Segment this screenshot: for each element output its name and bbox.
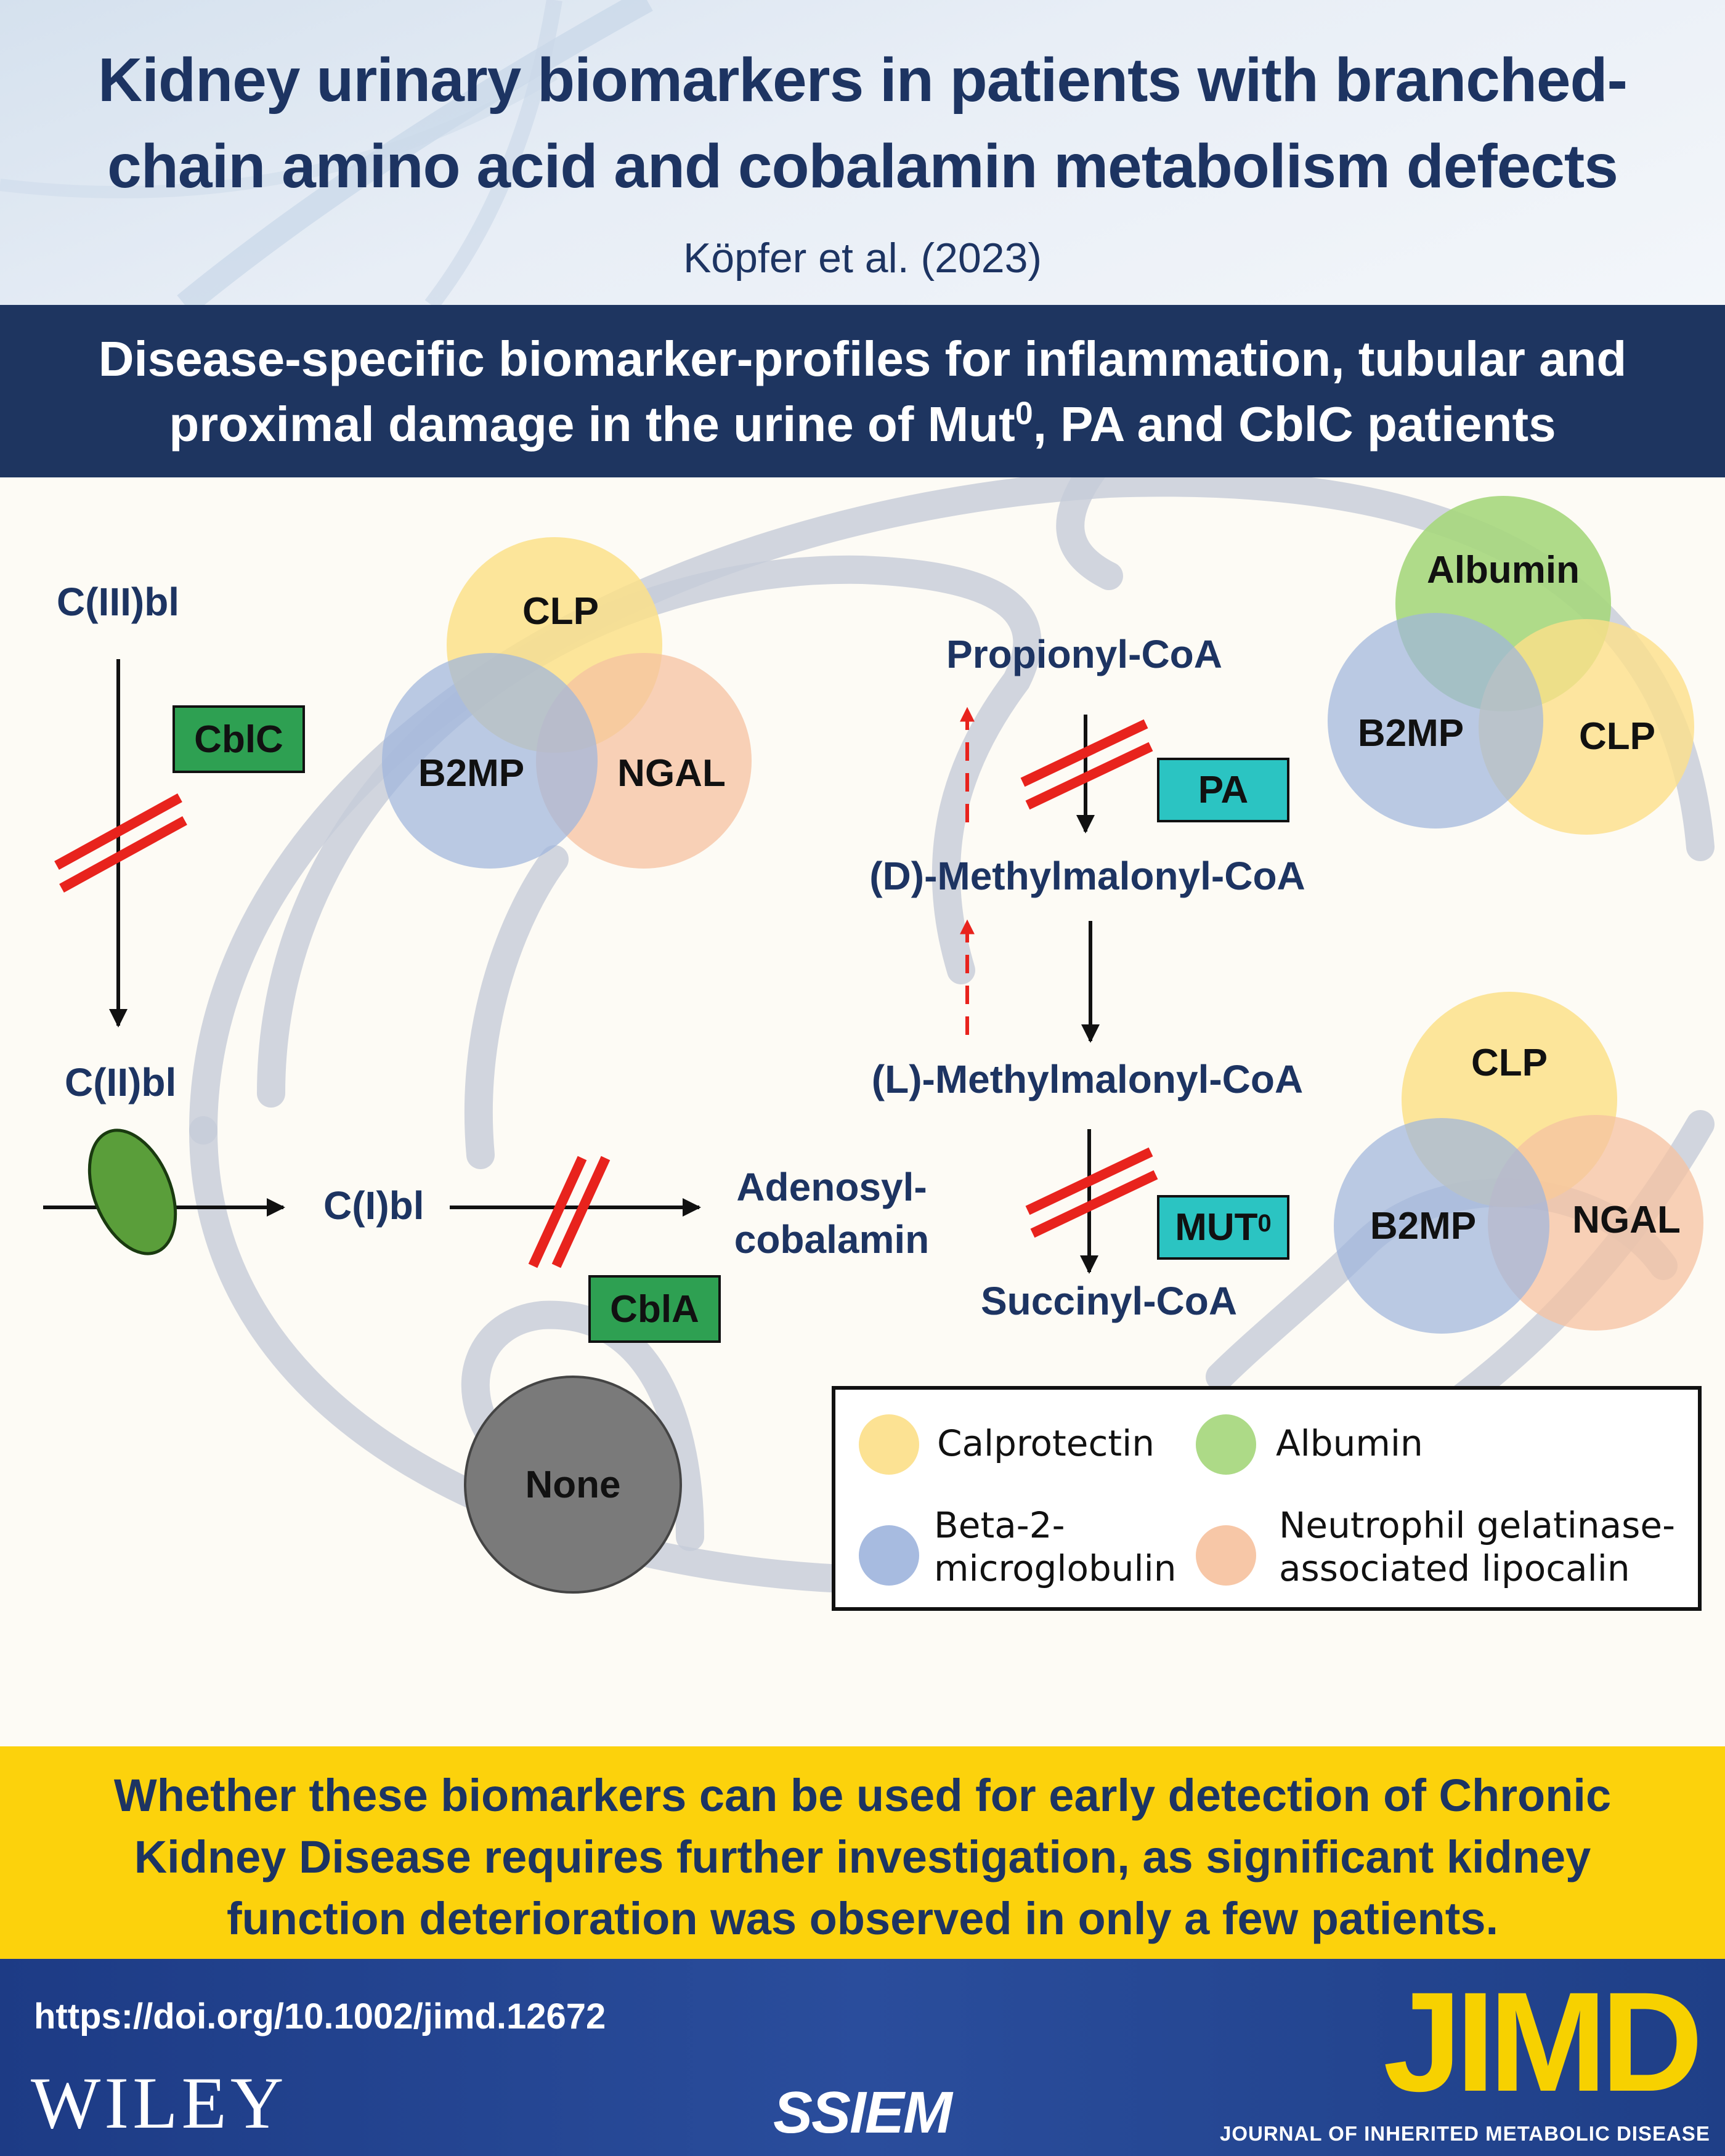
block-mark-cblc: [54, 793, 187, 893]
venn-pa-label-albumin: Albumin: [1427, 549, 1580, 591]
legend-b2m-swatch: [859, 1525, 919, 1586]
venn-cblc-label-clp: CLP: [522, 590, 599, 633]
venn-mut-label-ngal: NGAL: [1572, 1199, 1681, 1241]
conclusion-banner: Whether these biomarkers can be used for…: [0, 1746, 1725, 1959]
block-mark-mut: [1025, 1147, 1158, 1238]
legend-calprotectin-label: Calprotectin: [937, 1422, 1155, 1464]
label-ci-bl: C(I)bl: [323, 1183, 424, 1228]
legend-b2m-label-line1: Beta-2-: [934, 1504, 1065, 1546]
venn-cblc-label-ngal: NGAL: [617, 752, 726, 795]
subtitle-banner: Disease-specific biomarker-profiles for …: [0, 305, 1725, 477]
cbla-none-label: None: [525, 1464, 621, 1506]
label-adenosyl-line1: Adenosyl-: [736, 1165, 927, 1209]
block-mark-cbla: [528, 1156, 611, 1268]
banner-text-part1: Disease-specific biomarker-profiles for …: [98, 331, 1627, 452]
enzyme-box-cbla: CblA: [588, 1275, 721, 1343]
legend: Calprotectin Albumin Beta-2- microglobul…: [832, 1386, 1702, 1611]
label-ciii-bl: C(III)bl: [57, 580, 180, 624]
header-background-decoration: [0, 0, 653, 305]
legend-ngal-label-line1: Neutrophil gelatinase-: [1279, 1504, 1676, 1546]
legend-b2m-label-line2: microglobulin: [934, 1547, 1177, 1589]
author-citation: Köpfer et al. (2023): [683, 235, 1042, 282]
enzyme-mut-text: MUT: [1175, 1206, 1258, 1249]
label-cii-bl: C(II)bl: [65, 1060, 177, 1104]
venn-mut-ngal-circle: [1488, 1115, 1703, 1331]
venn-mut-b2mp-circle: [1334, 1118, 1549, 1334]
banner-text-part2: , PA and CblC patients: [1033, 397, 1556, 452]
jimd-journal-name: JOURNAL OF INHERITED METABOLIC DISEASE: [1220, 2122, 1710, 2145]
venn-mut: [1334, 992, 1703, 1334]
enzyme-box-pa: PA: [1157, 758, 1289, 822]
label-l-methylmalonyl-coa: (L)-Methylmalonyl-CoA: [871, 1057, 1304, 1101]
venn-mut-label-b2mp: B2MP: [1370, 1205, 1477, 1247]
venn-cblc: [382, 537, 752, 869]
header: Kidney urinary biomarkers in patients wi…: [0, 0, 1725, 305]
wiley-logo: WILEY: [31, 2062, 288, 2144]
doi-link[interactable]: https://doi.org/10.1002/jimd.12672: [34, 1996, 606, 2036]
venn-pa: [1328, 496, 1694, 835]
legend-albumin-label: Albumin: [1276, 1422, 1423, 1464]
label-succinyl-coa: Succinyl-CoA: [980, 1279, 1238, 1323]
venn-cblc-b2mp-circle: [382, 653, 598, 869]
venn-mut-label-clp: CLP: [1471, 1042, 1548, 1084]
cbla-none-circle: [464, 1376, 682, 1594]
enzyme-box-cblc: CblC: [172, 705, 305, 773]
enzyme-mut-superscript: 0: [1257, 1210, 1272, 1237]
poster-title: Kidney urinary biomarkers in patients wi…: [98, 46, 1628, 201]
legend-calprotectin-swatch: [859, 1414, 919, 1475]
jimd-logo: JIMD: [1383, 1963, 1703, 2121]
legend-ngal-label-line2: associated lipocalin: [1279, 1547, 1630, 1589]
mitochondrial-membrane-transporter: [87, 1129, 177, 1255]
label-adenosyl-line2: cobalamin: [734, 1217, 930, 1262]
venn-pa-label-clp: CLP: [1579, 715, 1655, 758]
venn-cblc-label-b2mp: B2MP: [418, 752, 525, 795]
venn-pa-label-b2mp: B2MP: [1357, 712, 1464, 755]
label-d-methylmalonyl-coa: (D)-Methylmalonyl-CoA: [869, 854, 1305, 898]
legend-ngal-swatch: [1196, 1525, 1256, 1586]
pathway-graphics: [43, 477, 1715, 1595]
venn-pa-b2mp-circle: [1328, 613, 1543, 829]
label-propionyl-coa: Propionyl-CoA: [946, 632, 1222, 676]
block-mark-pa: [1020, 719, 1153, 810]
venn-pa-clp-circle: [1479, 619, 1694, 835]
conclusion-text: Whether these biomarkers can be used for…: [113, 1770, 1612, 1944]
banner-superscript: 0: [1015, 395, 1033, 432]
venn-cblc-ngal-circle: [536, 653, 752, 869]
banner-text: Disease-specific biomarker-profiles for …: [92, 326, 1633, 457]
legend-albumin-swatch: [1196, 1414, 1256, 1475]
ssiem-logo: SSIEM: [773, 2080, 952, 2146]
footer: https://doi.org/10.1002/jimd.12672 WILEY…: [0, 1959, 1725, 2156]
pathway-diagram: C(III)bl C(II)bl C(I)bl Adenosyl- cobala…: [0, 477, 1725, 1746]
